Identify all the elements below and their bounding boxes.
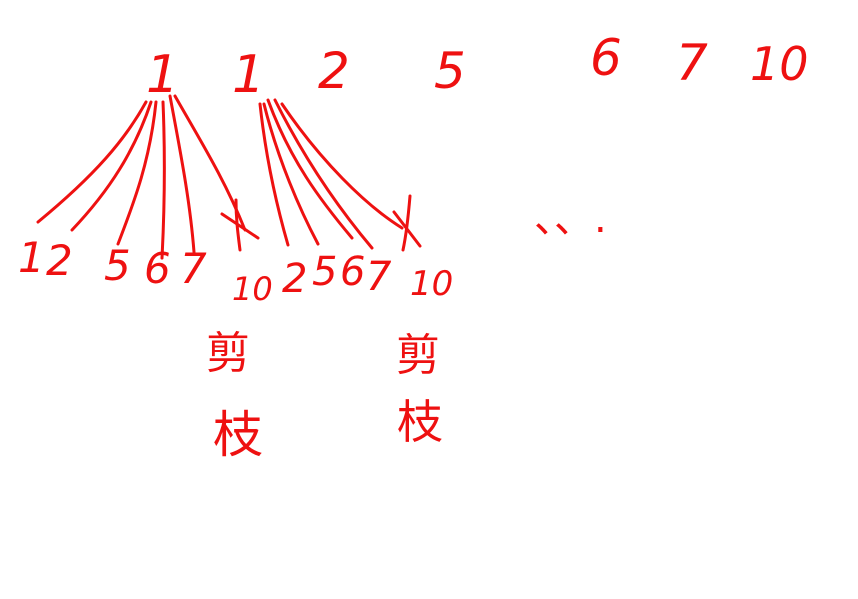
left-note-char-2: 枝 <box>213 406 263 464</box>
right-edge-5 <box>262 102 320 246</box>
left-prune-mark <box>220 198 260 252</box>
left-note-char-1: 剪 <box>206 328 250 379</box>
left-child-7: 7 <box>180 244 207 293</box>
ellipsis-marks: 、、. <box>534 196 607 242</box>
right-edge-2 <box>258 102 290 247</box>
right-edge-6 <box>266 98 354 240</box>
top-number-7: 7 <box>676 34 708 92</box>
top-number-1b: 1 <box>232 45 265 105</box>
right-prune-note: 剪 枝 <box>396 330 443 449</box>
left-edge-6 <box>160 100 166 260</box>
right-note-char-1: 剪 <box>396 330 440 381</box>
left-child-1: 1 <box>18 233 45 282</box>
left-child-6: 6 <box>144 244 171 293</box>
left-edge-7 <box>168 94 196 254</box>
right-child-2: 2 <box>282 256 307 302</box>
right-note-char-2: 枝 <box>397 395 443 449</box>
left-child-10: 10 <box>232 270 273 308</box>
top-number-2: 2 <box>318 42 350 100</box>
left-tree-children: 1 2 5 6 7 10 <box>18 233 273 308</box>
left-child-2: 2 <box>46 236 73 285</box>
left-edge-5 <box>116 100 158 246</box>
top-number-10: 10 <box>750 37 809 91</box>
right-child-6: 6 <box>340 249 365 295</box>
left-edge-2 <box>70 100 153 232</box>
right-child-10: 10 <box>410 264 453 304</box>
left-prune-note: 剪 枝 <box>206 328 263 464</box>
left-edge-10 <box>173 94 247 232</box>
right-tree-edges <box>258 98 422 252</box>
right-prune-mark <box>392 194 422 252</box>
top-number-5: 5 <box>434 42 466 100</box>
top-number-6: 6 <box>590 29 622 87</box>
right-edge-10 <box>280 102 404 230</box>
right-tree-children: 2 5 6 7 10 <box>282 249 453 304</box>
top-row: 1 1 2 5 6 7 10 <box>146 29 809 105</box>
left-edge-1 <box>36 100 148 224</box>
right-child-5: 5 <box>312 249 337 295</box>
ellipsis: 、、. <box>534 196 607 242</box>
right-edge-7 <box>273 98 374 250</box>
top-number-1a: 1 <box>146 45 179 105</box>
left-tree-edges <box>36 94 260 260</box>
right-child-7: 7 <box>366 254 392 300</box>
left-child-5: 5 <box>104 241 131 290</box>
